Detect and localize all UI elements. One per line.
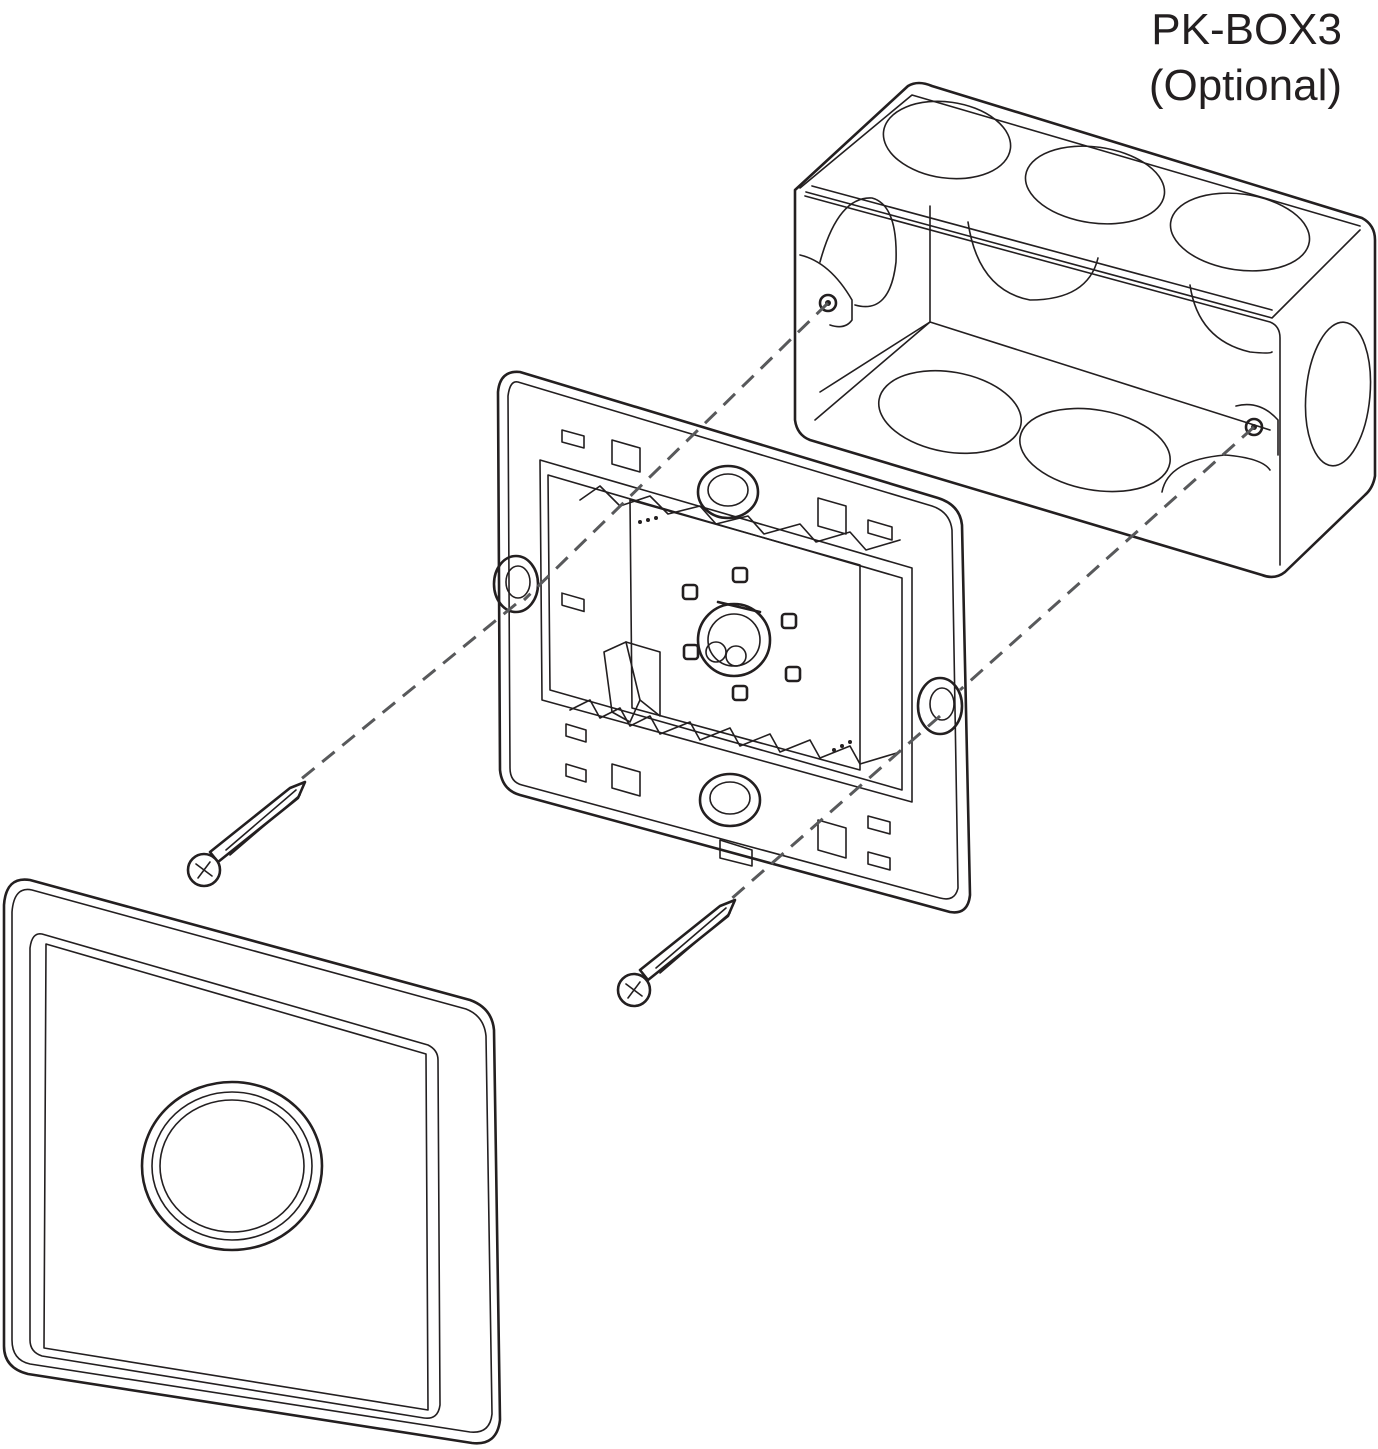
- screw-upper: [186, 780, 307, 888]
- mounting-plate: [492, 370, 972, 914]
- screw-lower: [616, 898, 737, 1008]
- alignment-guides: [299, 301, 1256, 902]
- optional-note-label: (Optional): [1148, 61, 1342, 110]
- part-name-label: PK-BOX3: [1151, 5, 1342, 54]
- junction-box: [793, 81, 1377, 579]
- front-cover: [2, 878, 502, 1445]
